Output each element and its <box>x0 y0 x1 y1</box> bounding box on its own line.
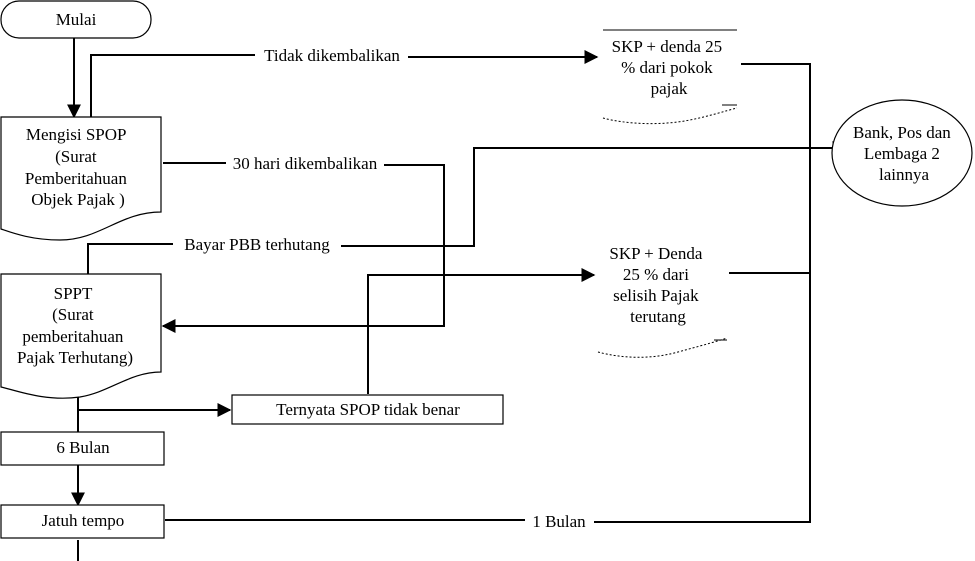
edge-label-1-bulan: 1 Bulan <box>532 512 586 531</box>
edge-label-30-hari-dikembalikan: 30 hari dikembalikan <box>233 154 378 173</box>
node-bank: Bank, Pos dan Lembaga 2 lainnya <box>831 99 973 207</box>
node-mengisi-spop-line: Objek Pajak ) <box>31 190 124 209</box>
svg-text:SKP + denda 25 % dari po: SKP + denda 25 % dari pokok pajak <box>612 37 727 98</box>
node-skp-pokok: SKP + denda 25 % dari pokok pajak <box>602 29 738 125</box>
node-skp-selisih-line: 25 % dari <box>623 265 689 284</box>
svg-text:Jatuh tempo: Jatuh tempo <box>42 511 125 530</box>
node-6-bulan: 6 Bulan <box>0 431 165 466</box>
svg-text:Mulai: Mulai <box>56 10 97 29</box>
connector-1bulan-to-column <box>594 63 811 523</box>
connector-tidak-dikembalikan <box>90 54 255 117</box>
svg-text:6 Bulan: 6 Bulan <box>56 438 110 457</box>
node-mengisi-spop-line: Mengisi SPOP <box>26 125 126 144</box>
node-skp-pokok-line: SKP + denda 25 <box>612 37 722 56</box>
connector-ternyata-to-skp <box>367 268 596 394</box>
edge-label-bayar-pbb: Bayar PBB terhutang <box>184 235 330 254</box>
node-skp-pokok-line: % dari pokok <box>621 58 713 77</box>
node-sppt-line: (Surat <box>52 305 94 324</box>
svg-text:SPPT (Surat pember: SPPT (Surat pemberitahuan Pajak Terhutan… <box>17 284 133 367</box>
connector-bayar-pbb-start <box>87 243 173 274</box>
svg-text:Ternyata SPOP tidak benar: Ternyata SPOP tidak benar <box>276 400 460 419</box>
node-mulai-line: Mulai <box>56 10 97 29</box>
node-6-bulan-line: 6 Bulan <box>56 438 110 457</box>
node-mulai: Mulai <box>0 0 152 39</box>
node-skp-selisih-line: selisih Pajak <box>613 286 699 305</box>
node-skp-selisih: SKP + Denda 25 % dari selisih Pajak teru… <box>597 244 728 358</box>
node-bank-line: Lembaga 2 <box>864 144 940 163</box>
node-skp-pokok-line: pajak <box>651 79 688 98</box>
node-jatuh-tempo-line: Jatuh tempo <box>42 511 125 530</box>
connector-bayar-pbb-tail <box>341 141 847 247</box>
svg-text:SKP + Denda 25 % dari: SKP + Denda 25 % dari selisih Pajak teru… <box>609 244 706 326</box>
node-bank-line: Bank, Pos dan <box>853 123 951 142</box>
node-sppt: SPPT (Surat pemberitahuan Pajak Terhutan… <box>0 273 162 399</box>
node-ternyata-spop: Ternyata SPOP tidak benar <box>231 394 504 425</box>
node-mengisi-spop-line: (Surat <box>55 147 97 166</box>
node-jatuh-tempo: Jatuh tempo <box>0 504 165 539</box>
connectors <box>67 38 847 561</box>
node-mengisi-spop-line: Pemberitahuan <box>25 169 127 188</box>
node-ternyata-spop-line: Ternyata SPOP tidak benar <box>276 400 460 419</box>
node-sppt-line: SPPT <box>54 284 93 303</box>
node-sppt-line: pemberitahuan <box>22 327 124 346</box>
node-mengisi-spop: Mengisi SPOP (Surat Pemberitahuan Objek … <box>0 116 162 241</box>
node-bank-line: lainnya <box>879 165 929 184</box>
svg-text:Mengisi SPOP (Surat: Mengisi SPOP (Surat Pemberitahuan Objek … <box>25 125 131 209</box>
node-skp-selisih-line: terutang <box>630 307 686 326</box>
node-skp-selisih-line: SKP + Denda <box>609 244 702 263</box>
edge-label-tidak-dikembalikan: Tidak dikembalikan <box>264 46 400 65</box>
node-sppt-line: Pajak Terhutang) <box>17 348 133 367</box>
svg-text:Bank, Pos dan Lembaga 2: Bank, Pos dan Lembaga 2 lainnya <box>853 123 955 184</box>
